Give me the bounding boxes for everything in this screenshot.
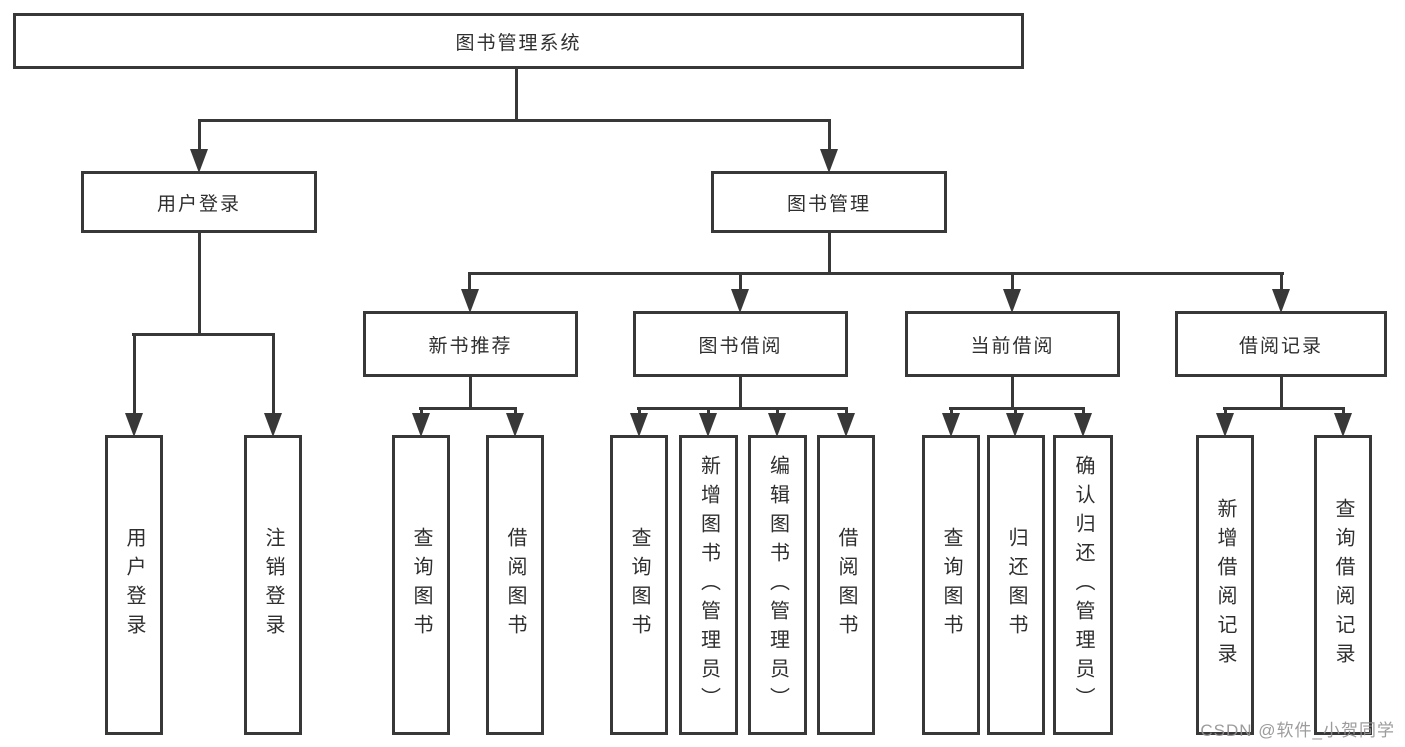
node-borrowing-records: 借阅记录 — [1175, 311, 1387, 377]
connector-line — [198, 119, 831, 122]
node-current-borrowing: 当前借阅 — [905, 311, 1120, 377]
connector-line — [1014, 407, 1017, 417]
connector-line — [707, 407, 710, 417]
connector-line — [514, 407, 517, 417]
connector-line — [515, 69, 518, 122]
csdn-watermark: CSDN @软件_小贺同学 — [1200, 721, 1395, 740]
leaf-borrowing-add-books-admin: 新增图书（管理员） — [679, 435, 738, 735]
arrowhead-down — [1334, 413, 1352, 437]
connector-line — [468, 272, 1284, 275]
leaf-label: 用户登录 — [123, 527, 145, 643]
arrowhead-down — [190, 149, 208, 173]
leaf-label: 借阅图书 — [504, 527, 526, 643]
connector-line — [198, 119, 201, 153]
connector-line — [739, 272, 742, 293]
leaf-recommend-borrow-books: 借阅图书 — [486, 435, 544, 735]
connector-line — [1011, 272, 1014, 293]
connector-line — [198, 233, 201, 336]
node-label: 借阅记录 — [1238, 335, 1323, 357]
connector-line — [1224, 407, 1227, 417]
connector-line — [468, 272, 471, 293]
arrowhead-down — [1006, 413, 1024, 437]
connector-line — [133, 333, 136, 417]
connector-line — [1082, 407, 1085, 417]
leaf-label: 新增借阅记录 — [1214, 498, 1236, 672]
connector-line — [949, 407, 1085, 410]
arrowhead-down — [461, 289, 479, 313]
leaf-label: 查询借阅记录 — [1332, 498, 1354, 672]
leaf-recommend-query-books: 查询图书 — [392, 435, 450, 735]
arrowhead-down — [412, 413, 430, 437]
arrowhead-down — [1074, 413, 1092, 437]
leaf-records-query-record: 查询借阅记录 — [1314, 435, 1372, 735]
arrowhead-down — [264, 413, 282, 437]
connector-line — [1342, 407, 1345, 417]
arrowhead-down — [1272, 289, 1290, 313]
leaf-label: 归还图书 — [1005, 527, 1027, 643]
leaf-label: 查询图书 — [940, 527, 962, 643]
arrowhead-down — [1216, 413, 1234, 437]
leaf-current-query-books: 查询图书 — [922, 435, 980, 735]
leaf-label: 编辑图书（管理员） — [766, 454, 789, 716]
connector-line — [739, 377, 742, 410]
arrowhead-down — [820, 149, 838, 173]
connector-line — [419, 407, 517, 410]
connector-line — [638, 407, 641, 417]
connector-line — [420, 407, 423, 417]
connector-line — [828, 233, 831, 275]
arrowhead-down — [1003, 289, 1021, 313]
arrowhead-down — [837, 413, 855, 437]
connector-line — [950, 407, 953, 417]
node-label: 图书借阅 — [698, 335, 783, 357]
leaf-label: 注销登录 — [262, 527, 284, 643]
node-new-book-recommend: 新书推荐 — [363, 311, 578, 377]
arrowhead-down — [506, 413, 524, 437]
node-label: 用户登录 — [156, 193, 241, 215]
connector-line — [1280, 272, 1283, 293]
node-book-borrowing: 图书借阅 — [633, 311, 848, 377]
leaf-current-return-books: 归还图书 — [987, 435, 1045, 735]
leaf-label: 查询图书 — [628, 527, 650, 643]
leaf-records-add-record: 新增借阅记录 — [1196, 435, 1254, 735]
leaf-label: 查询图书 — [410, 527, 432, 643]
connector-line — [845, 407, 848, 417]
node-library-management-system: 图书管理系统 — [13, 13, 1024, 69]
connector-line — [272, 333, 275, 417]
leaf-user-login: 用户登录 — [105, 435, 163, 735]
arrowhead-down — [731, 289, 749, 313]
node-label: 图书管理系统 — [455, 32, 582, 54]
arrowhead-down — [699, 413, 717, 437]
node-label: 图书管理 — [786, 193, 871, 215]
leaf-borrowing-borrow-books: 借阅图书 — [817, 435, 875, 735]
connector-line — [132, 333, 274, 336]
leaf-label: 借阅图书 — [835, 527, 857, 643]
arrowhead-down — [768, 413, 786, 437]
node-label: 当前借阅 — [970, 335, 1055, 357]
arrowhead-down — [942, 413, 960, 437]
node-user-login: 用户登录 — [81, 171, 317, 233]
connector-line — [469, 377, 472, 410]
node-label: 新书推荐 — [428, 335, 513, 357]
leaf-label: 新增图书（管理员） — [697, 454, 720, 716]
arrowhead-down — [125, 413, 143, 437]
arrowhead-down — [630, 413, 648, 437]
connector-line — [1011, 377, 1014, 410]
leaf-borrowing-query-books: 查询图书 — [610, 435, 668, 735]
node-book-management: 图书管理 — [711, 171, 947, 233]
connector-line — [1280, 377, 1283, 410]
connector-line — [637, 407, 848, 410]
leaf-current-confirm-return-admin: 确认归还（管理员） — [1053, 435, 1113, 735]
leaf-label: 确认归还（管理员） — [1072, 454, 1094, 716]
connector-line — [776, 407, 779, 417]
leaf-logout: 注销登录 — [244, 435, 302, 735]
connector-line — [1223, 407, 1345, 410]
leaf-borrowing-edit-books-admin: 编辑图书（管理员） — [748, 435, 807, 735]
connector-line — [828, 119, 831, 153]
